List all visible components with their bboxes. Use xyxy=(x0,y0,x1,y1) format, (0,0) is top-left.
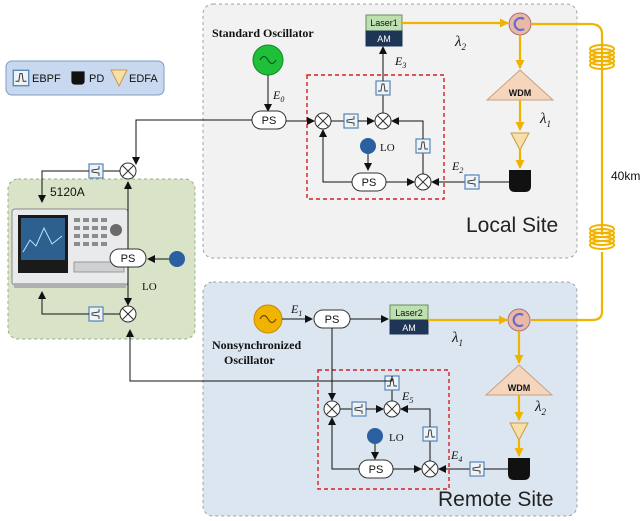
local-circulator-icon xyxy=(507,11,533,37)
local-am-box xyxy=(365,30,403,47)
fiber-spool-upper xyxy=(589,44,615,70)
local-edfa-icon xyxy=(510,132,530,152)
instrument-label: 5120A xyxy=(50,185,85,199)
local-site-label: Local Site xyxy=(466,214,558,237)
remote-site-panel xyxy=(202,281,578,517)
local-filter-b xyxy=(375,80,391,96)
legend-edfa-label: EDFA xyxy=(129,73,158,85)
svg-text:Laser1: Laser1 xyxy=(370,18,398,28)
svg-text:LO: LO xyxy=(380,142,395,154)
local-mixer-3 xyxy=(414,173,432,191)
remote-mixer-2 xyxy=(383,400,401,418)
remote-am-box xyxy=(389,319,429,335)
remote-pd-icon xyxy=(508,458,530,480)
remote-lo-icon xyxy=(367,428,383,444)
remote-mixer-3 xyxy=(421,460,439,478)
meas-filter-bottom xyxy=(88,306,104,322)
remote-filter-d xyxy=(469,461,485,477)
e0-label: E0 xyxy=(272,88,284,104)
edfa-legend-icon xyxy=(110,69,128,88)
e4-label: E4 xyxy=(450,448,462,464)
remote-site-label: Remote Site xyxy=(438,488,554,511)
e2-label: E2 xyxy=(451,159,463,175)
nonsync-oscillator-label-2: Oscillator xyxy=(224,353,275,367)
svg-text:PS: PS xyxy=(362,177,377,189)
fiber-spool-lower xyxy=(589,224,615,250)
svg-text:AM: AM xyxy=(402,323,416,333)
local-pd-icon xyxy=(509,170,531,192)
local-phase-loop-box xyxy=(306,74,445,200)
legend-ebpf-label: EBPF xyxy=(32,73,61,85)
meas-lo-label: LO xyxy=(142,281,157,293)
remote-phase-loop-box xyxy=(317,369,450,490)
legend-pd-label: PD xyxy=(89,73,104,85)
remote-filter-c xyxy=(422,426,438,442)
remote-circulator-icon xyxy=(506,307,532,333)
svg-text:WDM: WDM xyxy=(509,88,532,98)
time-interval-analyzer-5120A xyxy=(11,208,129,288)
svg-text:LO: LO xyxy=(389,432,404,444)
local-lambda2-label: λ2 xyxy=(454,34,467,52)
svg-text:PS: PS xyxy=(369,464,384,476)
remote-lambda1-label: λ1 xyxy=(451,330,463,348)
local-filter-a xyxy=(343,113,359,129)
e5-label: E5 xyxy=(401,389,413,405)
e1-label: E1 xyxy=(290,302,302,318)
local-lambda1-label: λ1 xyxy=(539,111,551,129)
svg-text:PS: PS xyxy=(325,314,340,326)
meas-mixer-bottom xyxy=(119,305,137,323)
remote-lambda2-label: λ2 xyxy=(534,399,547,417)
meas-mixer-top xyxy=(119,162,137,180)
e3-label: E3 xyxy=(394,54,406,70)
local-filter-c xyxy=(415,138,431,154)
meas-filter-top xyxy=(88,163,104,179)
meas-lo-icon xyxy=(169,251,185,267)
local-lo-icon xyxy=(360,138,376,154)
svg-text:PS: PS xyxy=(121,253,136,265)
local-filter-d xyxy=(464,174,480,190)
remote-filter-a xyxy=(351,401,367,417)
fiber-length-label: 40km xyxy=(611,169,640,183)
svg-text:AM: AM xyxy=(377,34,391,44)
pd-legend-icon xyxy=(71,71,85,85)
local-mixer-2 xyxy=(374,112,392,130)
svg-text:WDM: WDM xyxy=(508,383,531,393)
remote-edfa-icon xyxy=(509,422,529,442)
svg-text:PS: PS xyxy=(262,115,277,127)
legend: EBPF PD EDFA xyxy=(5,60,165,96)
standard-oscillator-label: Standard Oscillator xyxy=(212,26,314,40)
svg-text:Laser2: Laser2 xyxy=(395,308,423,318)
nonsync-oscillator-label-1: Nonsynchronized xyxy=(212,338,301,352)
remote-mixer-1 xyxy=(323,400,341,418)
ebpf-legend-icon xyxy=(12,69,30,87)
local-mixer-1 xyxy=(314,112,332,130)
local-site-panel xyxy=(202,3,578,259)
